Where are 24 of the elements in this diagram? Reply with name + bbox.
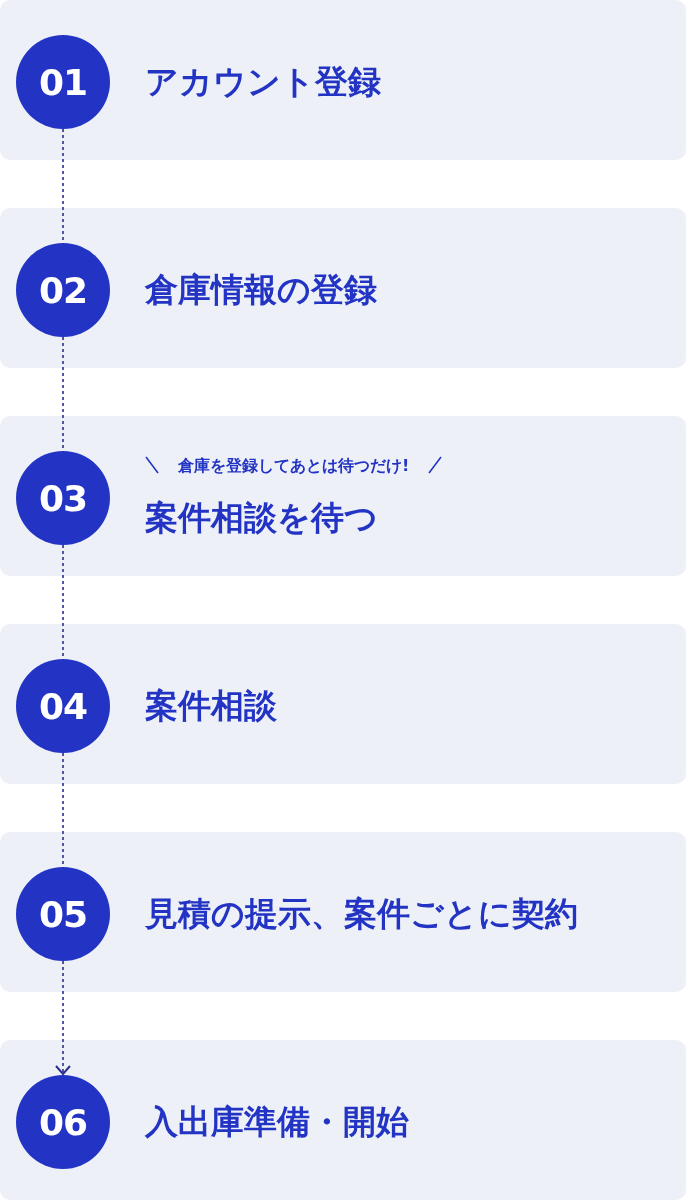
step-number-circle: 05 bbox=[16, 867, 110, 961]
dotted-line bbox=[62, 544, 64, 659]
step-title: 見積の提示、案件ごとに契約 bbox=[145, 894, 578, 934]
dotted-line bbox=[62, 336, 64, 451]
step-number-circle: 01 bbox=[16, 35, 110, 129]
step-number-circle: 04 bbox=[16, 659, 110, 753]
dotted-arrow bbox=[55, 960, 71, 1075]
step-card bbox=[0, 1040, 686, 1200]
step-title: 入出庫準備・開始 bbox=[145, 1102, 409, 1142]
step-number-circle: 06 bbox=[16, 1075, 110, 1169]
step-title: 倉庫情報の登録 bbox=[145, 270, 377, 310]
step-number-circle: 02 bbox=[16, 243, 110, 337]
step-title: 案件相談 bbox=[145, 686, 277, 726]
step-card bbox=[0, 0, 686, 160]
step-card bbox=[0, 624, 686, 784]
step-title: 案件相談を待つ bbox=[145, 498, 378, 538]
dotted-line bbox=[62, 752, 64, 867]
step-title: アカウント登録 bbox=[145, 62, 381, 102]
dotted-line bbox=[62, 128, 64, 243]
step-number-circle: 03 bbox=[16, 451, 110, 545]
step-card bbox=[0, 208, 686, 368]
tagline: 倉庫を登録してあとは待つだけ! bbox=[178, 456, 410, 476]
step-card bbox=[0, 832, 686, 992]
step-card bbox=[0, 416, 686, 576]
